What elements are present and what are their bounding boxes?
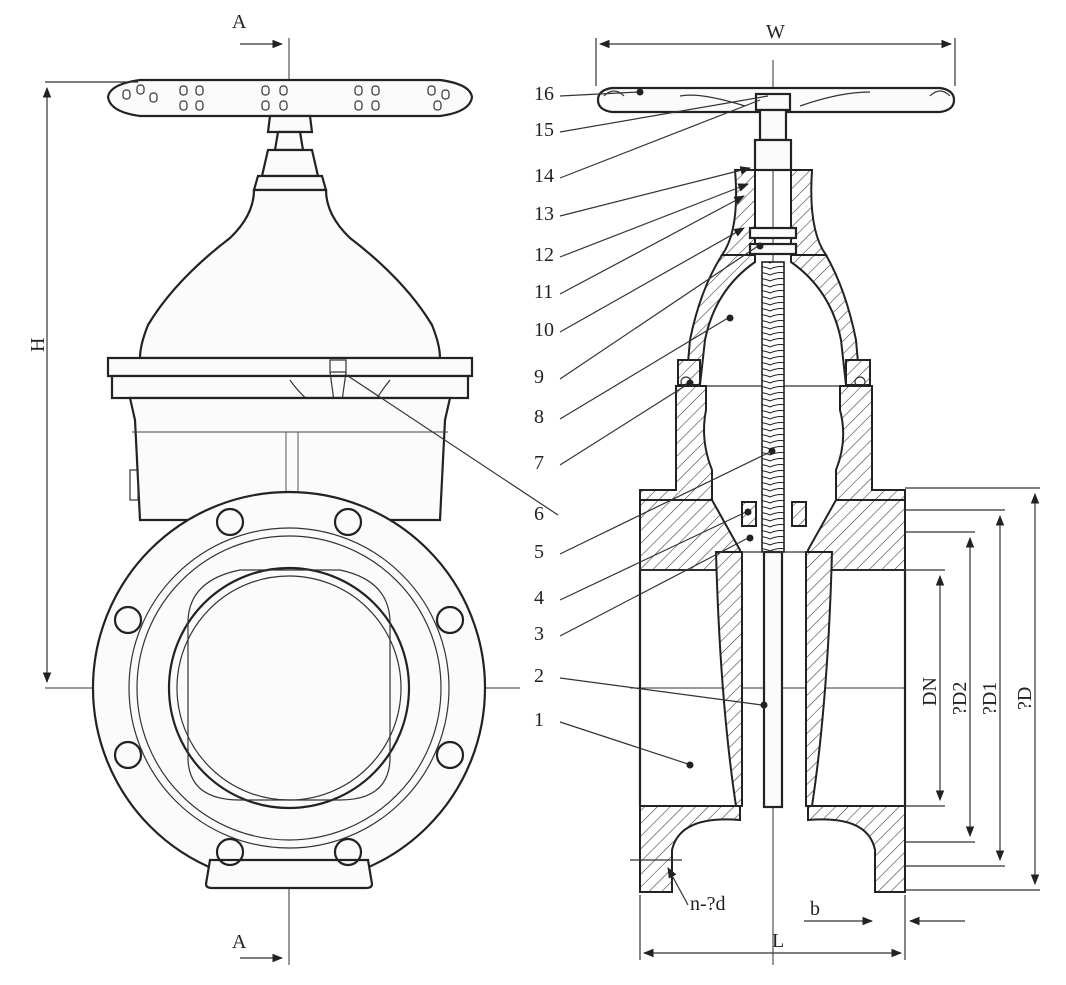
- stem-lower: [762, 550, 784, 809]
- bonnet-neck-right: [790, 169, 828, 256]
- gate-wedge-right: [805, 551, 834, 807]
- raised-face-inner: [136, 535, 442, 841]
- part-label-16: 16: [534, 83, 554, 105]
- body-wall-left: [639, 385, 713, 501]
- stem-neck: [273, 130, 305, 152]
- stem-cap: [266, 114, 314, 134]
- bore-outer: [167, 566, 411, 810]
- dim-w-label: W: [766, 21, 785, 43]
- pipe-flange: [91, 490, 487, 886]
- stem-cap-section: [753, 138, 793, 172]
- part-label-6: 6: [534, 503, 544, 525]
- section-mark-top: A: [232, 11, 247, 33]
- dim-b-label: b: [810, 898, 820, 920]
- gate-wedge-left: [714, 551, 743, 807]
- flange-bolt-holes: [113, 507, 465, 867]
- part-label-14: 14: [534, 165, 554, 187]
- threaded-stem: [761, 261, 785, 553]
- part-label-12: 12: [534, 244, 554, 266]
- bonnet-wall-right: [790, 254, 862, 386]
- dim-h-label: H: [27, 338, 49, 352]
- dim-d2-label: ?D2: [949, 682, 971, 715]
- dim-d-label: ?D: [1014, 687, 1036, 710]
- bonnet-neck-left: [720, 169, 756, 256]
- body-wall-right: [835, 385, 906, 501]
- part-label-8: 8: [534, 406, 544, 428]
- handwheel-nut: [754, 92, 792, 112]
- bonnet-wall-left: [684, 254, 756, 386]
- o-ring-lower: [748, 242, 798, 256]
- part-label-4: 4: [534, 587, 544, 609]
- valve-body-neck: [128, 396, 452, 522]
- part-label-10: 10: [534, 319, 554, 341]
- section-view: W L b n-?d DN ?D2 ?D1 ?D 16: [344, 21, 1040, 965]
- gate-disc-outline: [187, 569, 391, 801]
- dim-bolt-holes-label: n-?d: [690, 893, 726, 915]
- stem-square: [758, 108, 788, 142]
- bonnet-dome: [138, 188, 442, 360]
- section-mark-bottom: A: [232, 931, 247, 953]
- part-label-3: 3: [534, 623, 544, 645]
- o-ring-upper: [748, 226, 798, 240]
- bolt-6: [329, 359, 347, 373]
- dim-d1-label: ?D1: [979, 682, 1001, 715]
- raised-face-outer: [128, 527, 450, 849]
- dim-dn-label: DN: [919, 677, 941, 706]
- front-view: A A H: [27, 11, 520, 965]
- part-callouts: 16 15 14 13 12 11 10 9 8 7 6 5 4: [344, 83, 776, 769]
- part-label-1: 1: [534, 709, 544, 731]
- handwheel-grip-slots: [122, 84, 450, 111]
- part-label-11: 11: [534, 281, 553, 303]
- part-label-7: 7: [534, 452, 544, 474]
- dim-l-label: L: [772, 930, 784, 952]
- body-lower-flange-left: [639, 805, 741, 893]
- part-label-15: 15: [534, 119, 554, 141]
- part-label-9: 9: [534, 366, 544, 388]
- part-label-5: 5: [534, 541, 544, 563]
- flange-foot: [204, 858, 374, 890]
- front-handwheel: [106, 78, 474, 118]
- bonnet-top: [252, 174, 328, 192]
- gland-housing: [260, 148, 320, 178]
- body-flange: [110, 374, 470, 400]
- part-label-13: 13: [534, 203, 554, 225]
- part-label-2: 2: [534, 665, 544, 687]
- body-lower-flange-right: [807, 805, 906, 893]
- bonnet-flange: [106, 356, 474, 378]
